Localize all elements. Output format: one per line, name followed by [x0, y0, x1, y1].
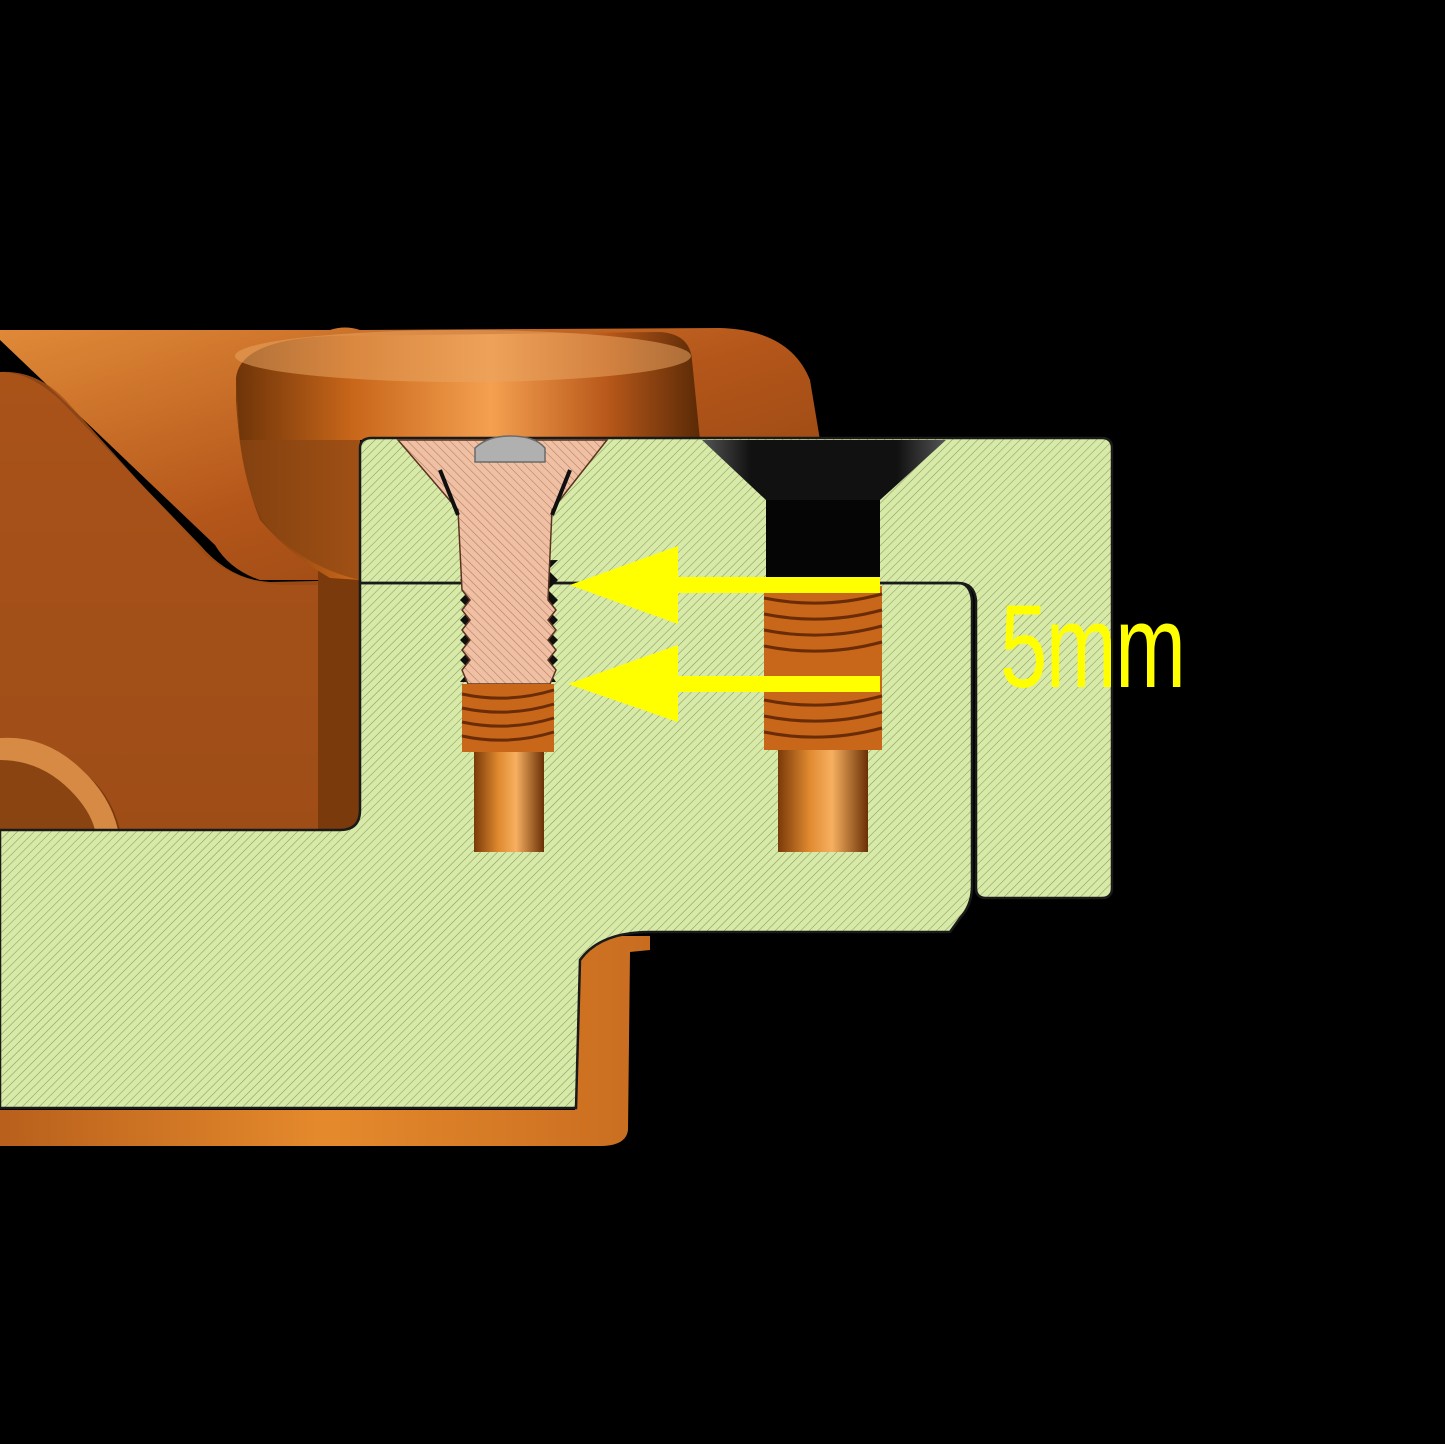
- orange-housing: [0, 327, 820, 1146]
- lower-left-arrow-icon: [568, 645, 880, 722]
- upper-left-arrow-icon: [570, 546, 880, 624]
- dimension-arrows: [568, 546, 880, 722]
- dimension-label: 5mm: [1000, 581, 1186, 713]
- left-screw: [396, 435, 609, 685]
- right-hole: [702, 440, 946, 852]
- screw-head-icon: [474, 435, 546, 463]
- left-bore: [461, 684, 555, 852]
